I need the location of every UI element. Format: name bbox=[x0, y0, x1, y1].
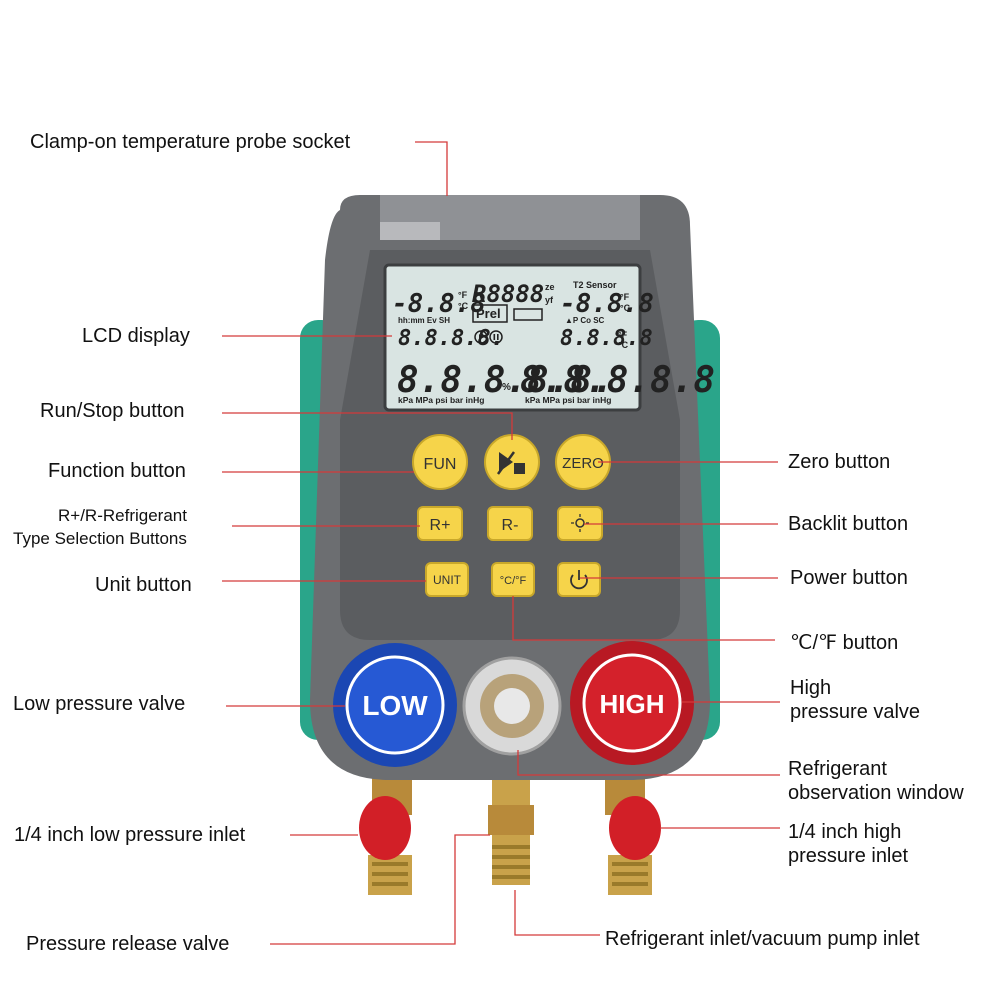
lcd-r-code: R8888 bbox=[472, 280, 544, 308]
r-minus-button[interactable]: R- bbox=[487, 506, 533, 541]
lcd-t2-sensor: T2 Sensor bbox=[573, 280, 617, 290]
callout-refrigerant-line2: Type Selection Buttons bbox=[13, 529, 187, 548]
lcd-unit-f-mid: °F bbox=[618, 330, 628, 340]
lcd-unit-f-left: °F bbox=[458, 290, 468, 300]
run-stop-button[interactable] bbox=[484, 434, 540, 490]
lcd-big-right: 8.8.8.8.8 bbox=[520, 360, 715, 401]
callout-lcd-display: LCD display bbox=[82, 325, 190, 347]
power-button[interactable] bbox=[557, 562, 601, 597]
lcd-prel: Prel bbox=[476, 306, 501, 321]
lcd-yf: yf bbox=[545, 295, 554, 305]
lcd-unit-f-right: °F bbox=[620, 292, 630, 302]
callout-unit-button: Unit button bbox=[95, 574, 192, 596]
lcd-unit-c-left: °C bbox=[458, 301, 469, 311]
callout-low-inlet: 1/4 inch low pressure inlet bbox=[14, 824, 246, 846]
lcd-unit-c-right: °C bbox=[620, 303, 631, 313]
callout-high-inlet-line1: 1/4 inch high bbox=[788, 821, 902, 843]
low-pressure-valve[interactable]: LOW bbox=[333, 643, 457, 767]
callout-high-valve-line2: pressure valve bbox=[790, 701, 921, 723]
fun-button[interactable]: FUN bbox=[412, 434, 468, 490]
callout-cf-button: ℃/℉ button bbox=[790, 632, 899, 654]
lcd-unit-c-mid: °C bbox=[618, 340, 629, 350]
lcd-prel-box bbox=[472, 304, 508, 323]
zero-button-label: ZERO bbox=[562, 455, 604, 472]
high-knob-label: HIGH bbox=[600, 689, 665, 719]
lcd-ze: ze bbox=[545, 282, 555, 292]
lcd-row2-labels-right: ▲P Co SC bbox=[565, 316, 605, 325]
refrigerant-inlet bbox=[488, 775, 534, 885]
observation-window bbox=[462, 656, 562, 756]
r-plus-button[interactable]: R+ bbox=[417, 506, 463, 541]
callout-high-valve-line1: High bbox=[790, 677, 832, 699]
low-pressure-inlet bbox=[359, 775, 412, 895]
callout-run-stop: Run/Stop button bbox=[40, 400, 185, 422]
callout-window-line2: observation window bbox=[788, 782, 964, 804]
callout-function-button: Function button bbox=[48, 460, 186, 482]
cf-button[interactable]: °C/°F bbox=[491, 562, 535, 597]
callout-clamp-socket: Clamp-on temperature probe socket bbox=[30, 131, 351, 153]
lcd-percent: % bbox=[502, 382, 511, 393]
high-pressure-valve[interactable]: HIGH bbox=[570, 641, 694, 765]
lcd-units-left: kPa MPa psi bar inHg bbox=[398, 395, 484, 405]
callout-high-inlet-line2: pressure inlet bbox=[788, 845, 909, 867]
battery-icon bbox=[513, 308, 543, 321]
callout-backlit-button: Backlit button bbox=[788, 513, 909, 535]
lcd-mid-right-digits: 8.8.8.8 bbox=[560, 326, 653, 351]
low-inlet-cap bbox=[359, 796, 411, 860]
leader-lines bbox=[222, 141, 780, 945]
callout-release-valve: Pressure release valve bbox=[26, 933, 230, 955]
callout-low-valve: Low pressure valve bbox=[13, 693, 186, 715]
r-plus-label: R+ bbox=[430, 517, 451, 534]
unit-button[interactable]: UNIT bbox=[425, 562, 469, 597]
callout-refrigerant-line1: R+/R-Refrigerant bbox=[58, 506, 187, 525]
power-icon bbox=[570, 574, 588, 590]
high-pressure-inlet bbox=[605, 775, 661, 895]
cf-button-label: °C/°F bbox=[500, 575, 527, 587]
callout-refrigerant-inlet: Refrigerant inlet/vacuum pump inlet bbox=[605, 928, 920, 950]
clamp-socket bbox=[380, 195, 640, 240]
lcd-time-digits: 8.8.8.8. bbox=[398, 326, 504, 351]
lcd-units-right: kPa MPa psi bar inHg bbox=[525, 395, 611, 405]
play-icon bbox=[474, 330, 488, 344]
callout-power-button: Power button bbox=[790, 567, 908, 589]
lcd-temp-left: -8.8.8 bbox=[392, 289, 486, 319]
r-minus-label: R- bbox=[502, 517, 519, 534]
high-inlet-cap bbox=[609, 796, 661, 860]
fun-button-label: FUN bbox=[424, 456, 457, 473]
unit-button-label: UNIT bbox=[433, 573, 462, 587]
callout-window-line1: Refrigerant bbox=[788, 758, 887, 780]
lcd-temp-right: -8.8.8 bbox=[560, 289, 654, 319]
callout-zero-button: Zero button bbox=[788, 451, 891, 473]
sun-icon bbox=[575, 518, 585, 528]
lcd-row2-labels-left: hh:mm Ev SH bbox=[398, 316, 450, 325]
lcd-big-left: 8.8.8.8.8. bbox=[397, 360, 614, 401]
low-knob-label: LOW bbox=[362, 690, 428, 721]
lcd-screen bbox=[383, 263, 642, 412]
pause-icon bbox=[489, 330, 503, 344]
